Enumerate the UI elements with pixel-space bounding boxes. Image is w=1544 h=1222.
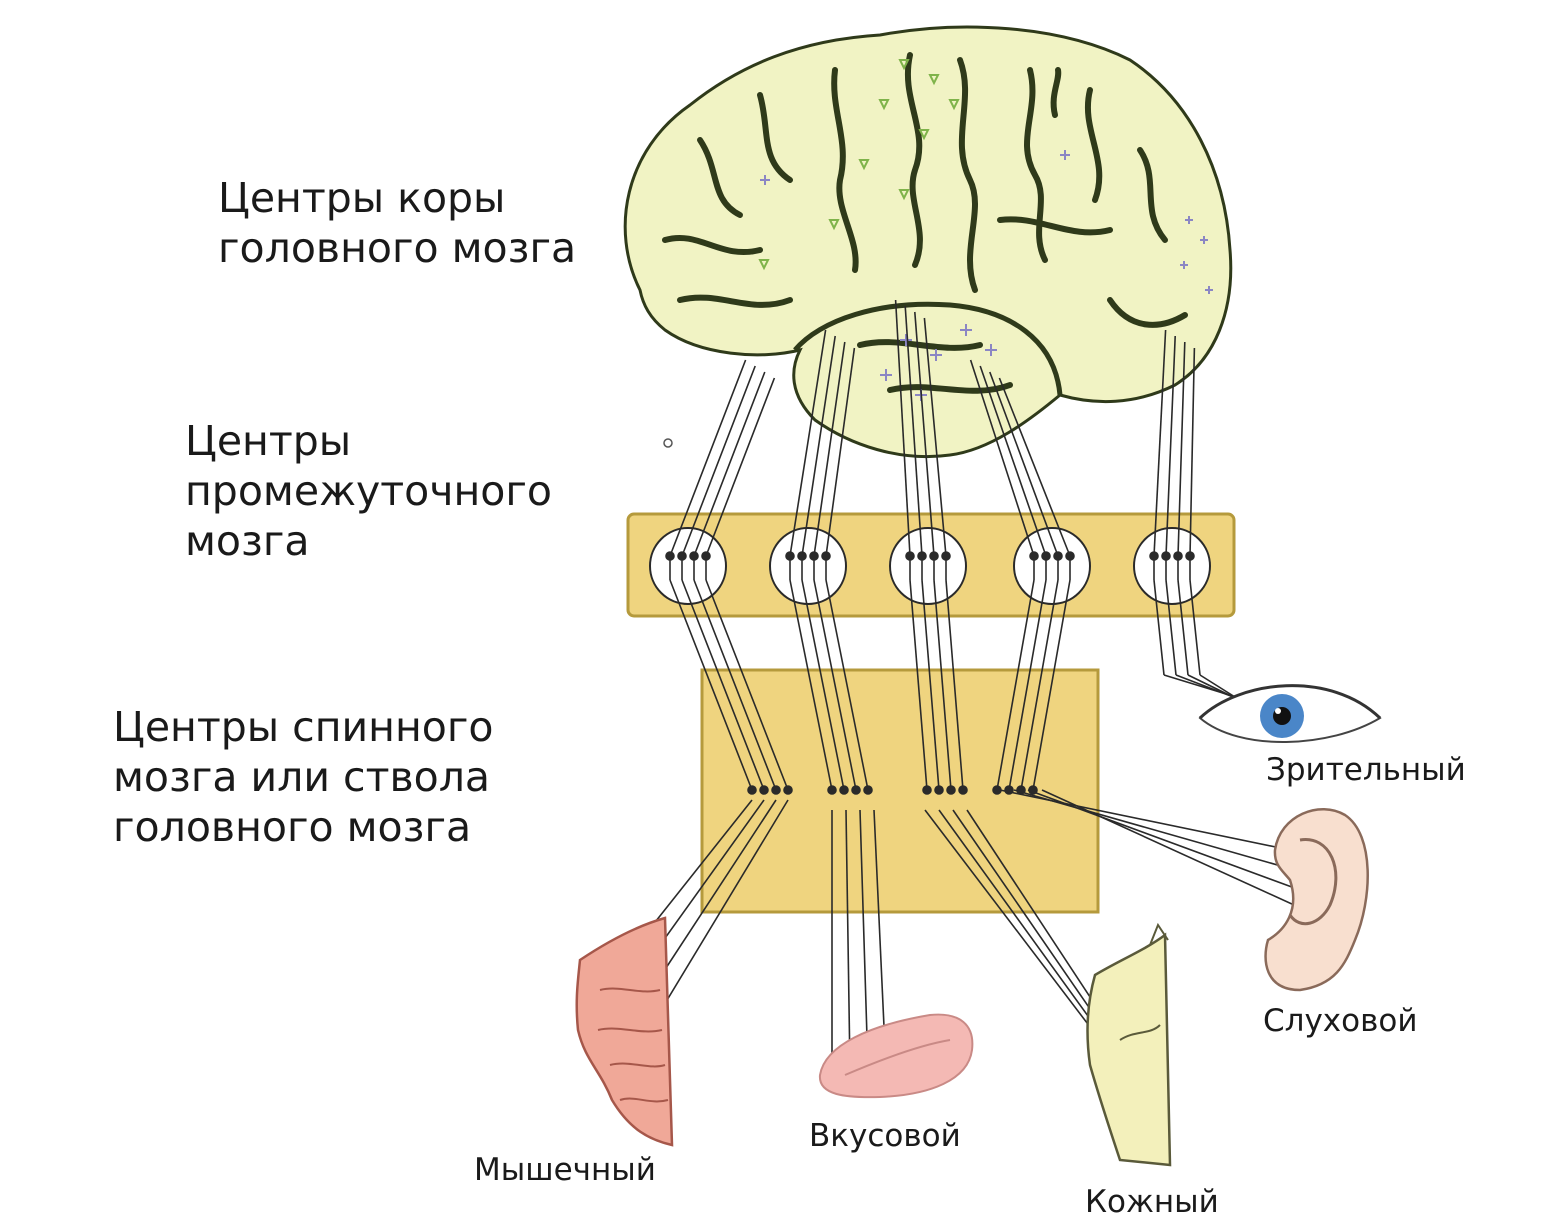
label-cortex-centers: Центры коры головного мозга [218, 173, 638, 273]
synapse-dot [784, 786, 792, 794]
synapse-dot [959, 786, 967, 794]
relay-nucleus [890, 528, 966, 604]
label-auditory-analyzer: Слуховой [1263, 1003, 1418, 1041]
stray-dot [664, 439, 672, 447]
synapse-dot [993, 786, 1001, 794]
label-line: Центры спинного [113, 702, 573, 752]
synapse-dot [852, 786, 860, 794]
synapse-dot [760, 786, 768, 794]
diencephalon-band [628, 514, 1234, 616]
label-taste-analyzer: Вкусовой [809, 1118, 961, 1156]
label-diencephalon-centers: Центры промежуточного мозга [185, 416, 605, 566]
tongue-icon [820, 1015, 972, 1098]
label-line: головного мозга [113, 802, 573, 852]
synapse-dot [864, 786, 872, 794]
synapse-dot [828, 786, 836, 794]
synapse-dot [923, 786, 931, 794]
label-line: Центры [185, 416, 605, 466]
label-visual-analyzer: Зрительный [1266, 752, 1466, 790]
label-spinal-centers: Центры спинного мозга или ствола головно… [113, 702, 573, 852]
relay-nucleus [770, 528, 846, 604]
brain-illustration [625, 27, 1231, 457]
muscle-icon [577, 918, 672, 1145]
label-line: головного мозга [218, 223, 638, 273]
label-line: Центры коры [218, 173, 638, 223]
label-muscle-analyzer: Мышечный [474, 1152, 656, 1190]
brain-shape [625, 27, 1231, 457]
synapse-dot [748, 786, 756, 794]
label-line: промежуточного [185, 466, 605, 516]
synapse-dot [935, 786, 943, 794]
synapse-dot [840, 786, 848, 794]
synapse-dot [772, 786, 780, 794]
skin-icon [1088, 925, 1170, 1165]
label-line: мозга [185, 516, 605, 566]
label-skin-analyzer: Кожный [1085, 1184, 1219, 1222]
relay-nucleus [1134, 528, 1210, 604]
synapse-dot [947, 786, 955, 794]
label-line: мозга или ствола [113, 752, 573, 802]
